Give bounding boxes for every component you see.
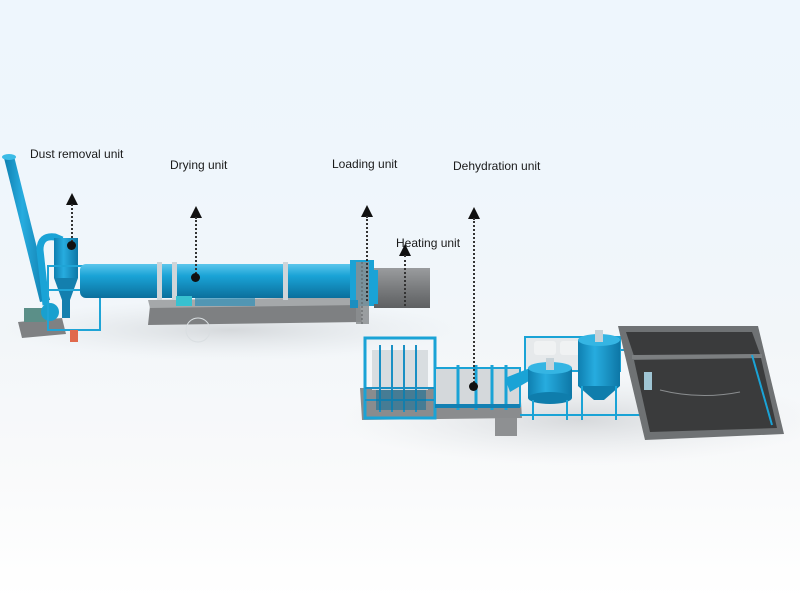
sludge-pool xyxy=(618,326,784,440)
arrow-up-icon xyxy=(66,193,78,205)
marker-dot-icon xyxy=(469,382,478,391)
label-dust-removal-unit: Dust removal unit xyxy=(30,147,124,161)
label-loading-unit: Loading unit xyxy=(332,157,398,171)
callout-heating xyxy=(399,244,413,310)
callout-drying xyxy=(190,206,204,282)
callout-dehydration xyxy=(468,207,482,391)
drying-drum-equipment xyxy=(80,262,362,343)
callout-dust-removal xyxy=(66,193,80,250)
callout-loading xyxy=(361,205,375,305)
label-heating-unit: Heating unit xyxy=(396,236,461,250)
arrow-up-icon xyxy=(190,206,202,218)
label-dehydration-unit: Dehydration unit xyxy=(453,159,541,173)
heating-equipment xyxy=(372,268,430,308)
arrow-up-icon xyxy=(399,244,411,256)
dehydration-equipment xyxy=(360,336,522,436)
marker-dot-icon xyxy=(191,273,200,282)
arrow-up-icon xyxy=(361,205,373,217)
label-drying-unit: Drying unit xyxy=(170,158,228,172)
loading-equipment xyxy=(350,260,374,324)
marker-dot-icon xyxy=(67,241,76,250)
arrow-up-icon xyxy=(468,207,480,219)
